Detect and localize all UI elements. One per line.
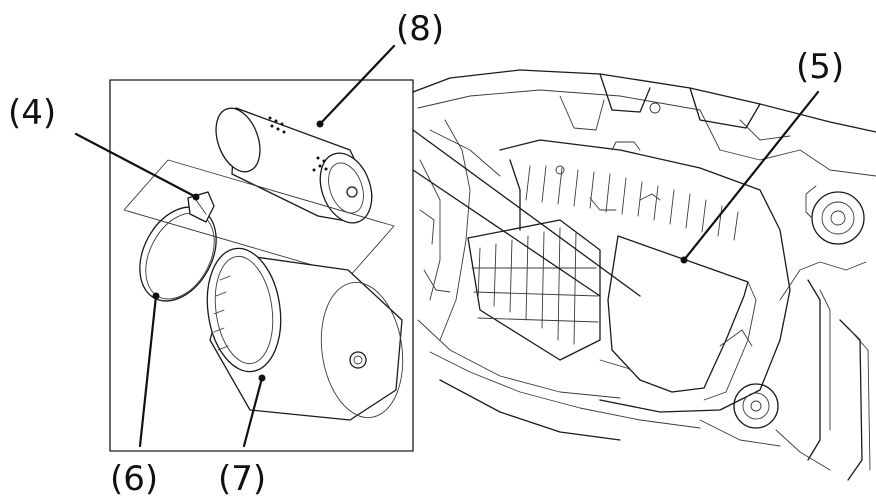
housing-ribs <box>525 165 739 241</box>
callout-seal-ring: (6) <box>110 459 158 499</box>
filter-element <box>206 247 404 421</box>
callout-safety-cartridge: (8) <box>396 9 444 49</box>
leader-safety-cartridge <box>318 44 396 126</box>
leader-filter-element <box>242 376 264 448</box>
exploded-view-frame <box>109 79 641 452</box>
housing-cover-plate <box>607 235 749 393</box>
callout-filter-element: (7) <box>218 459 266 499</box>
callout-housing-cover: (5) <box>796 47 844 87</box>
mount-bolt-upper <box>805 185 865 245</box>
leader-housing-cover <box>682 90 820 262</box>
leader-clamp <box>74 132 198 199</box>
safety-cartridge <box>215 107 373 224</box>
leader-seal-ring <box>138 294 158 448</box>
cartridge-perforations <box>268 116 328 172</box>
mount-bolt-lower <box>733 383 779 429</box>
inlet-grille <box>467 219 601 361</box>
leader-lines <box>74 44 820 448</box>
engine-bay-background <box>412 69 876 481</box>
callout-clamp: (4) <box>8 93 56 133</box>
